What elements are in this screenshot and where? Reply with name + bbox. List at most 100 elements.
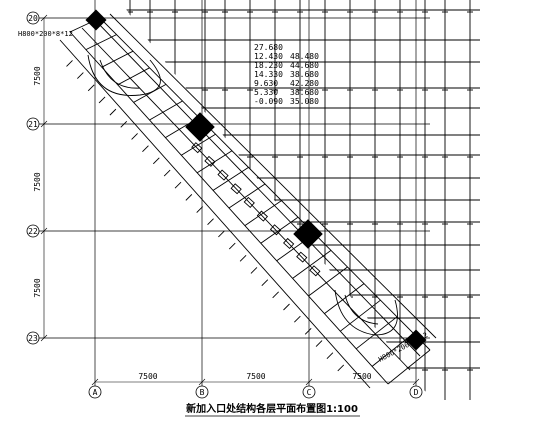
vertical-dimension-1: 7500: [33, 66, 42, 85]
elevation-left-2: 12.430: [254, 52, 283, 61]
cross-beam: [292, 250, 332, 279]
dimension-tick: [87, 84, 95, 92]
upper-ramp-arc: [87, 54, 161, 96]
dimension-tick: [261, 279, 269, 286]
column-section-note-lower: H800*200*8*12: [377, 331, 429, 364]
cross-beam: [85, 34, 117, 51]
band-box: [256, 210, 269, 222]
elevation-right-3: 38.680: [290, 70, 319, 79]
dimension-tick: [66, 60, 73, 67]
row-axis-23: 23: [26, 331, 40, 345]
dimension-tick: [250, 267, 258, 274]
col-axis-c: C: [302, 385, 316, 399]
col-axis-a: A: [88, 385, 102, 399]
dimension-tick: [98, 96, 106, 104]
row-axis-label: 22: [28, 227, 38, 236]
steel-column-marker: [293, 219, 323, 249]
cross-beam: [117, 67, 150, 86]
elevation-left-6: 5.330: [254, 88, 278, 97]
elevation-left-5: 9.630: [254, 79, 278, 88]
band-box: [243, 196, 255, 208]
band-box: [296, 251, 308, 263]
dimension-tick: [109, 108, 117, 116]
diagonal-beam-line: [94, 19, 421, 357]
band-box: [204, 155, 216, 167]
steel-column-marker: [85, 9, 107, 31]
dimension-tick: [228, 242, 236, 250]
dimension-tick: [218, 230, 225, 238]
vertical-dimension-3: 7500: [33, 278, 42, 297]
dimension-tick: [77, 72, 84, 79]
row-axis-20: 20: [26, 11, 40, 25]
upper-ramp-arc-inner: [99, 59, 141, 89]
cross-beam: [355, 316, 398, 350]
cross-beam: [149, 100, 183, 121]
horizontal-dimension-chain: [91, 378, 420, 386]
dimension-tick: [185, 194, 193, 201]
horizontal-dimension-3: 7500: [352, 372, 371, 381]
steel-column-marker: [405, 329, 427, 351]
dimension-tick: [131, 133, 138, 140]
horizontal-dimension-1: 7500: [138, 372, 157, 381]
elevation-right-1: 48.480: [290, 52, 319, 61]
col-axis-label: B: [200, 388, 205, 397]
cross-beam: [101, 50, 134, 68]
lower-ramp-arc-inner: [344, 294, 379, 325]
row-axis-label: 23: [28, 334, 38, 343]
elevation-left-7: -0.090: [254, 97, 283, 106]
vertical-dimension-chain: [40, 14, 48, 342]
diagonal-entrance-structure: [59, 9, 437, 389]
dimension-tick: [142, 145, 149, 152]
row-axis-label: 21: [28, 120, 38, 129]
elevation-right-6: 35.080: [290, 97, 319, 106]
column-section-note: H800*200*8*12: [18, 30, 73, 38]
elevation-left-1: 27.680: [254, 43, 283, 52]
dimension-tick: [163, 169, 171, 177]
row-axis-21: 21: [26, 117, 40, 131]
vertical-dimension-2: 7500: [33, 172, 42, 191]
elevation-left-3: 18.230: [254, 61, 283, 70]
dimension-tick: [326, 352, 334, 360]
col-axis-label: D: [414, 388, 419, 397]
cross-beam: [324, 283, 365, 314]
dimension-tick: [239, 254, 247, 262]
diagonal-beam-line: [81, 27, 411, 371]
cross-beam: [228, 183, 266, 209]
elevation-table: 27.680 12.430 18.230 14.330 9.630 5.330 …: [250, 39, 330, 106]
dimension-tick: [196, 206, 204, 213]
cross-beam: [308, 266, 348, 297]
horizontal-dimension-2: 7500: [246, 372, 265, 381]
col-axis-label: C: [307, 388, 312, 397]
dimension-tick: [174, 181, 182, 189]
steel-column-marker: [185, 112, 215, 142]
elevation-right-4: 42.280: [290, 79, 319, 88]
band-box: [309, 265, 321, 277]
dimension-tick: [294, 315, 301, 323]
band-box: [191, 142, 203, 154]
row-axis-label: 20: [28, 14, 38, 23]
band-box: [217, 169, 229, 181]
diagonal-beam-line: [59, 39, 371, 389]
col-axis-d: D: [409, 385, 423, 399]
dimension-tick: [283, 303, 290, 311]
dimension-tick: [272, 291, 279, 299]
dimension-tick: [120, 120, 128, 128]
drawing-title: 新加入口处结构各层平面布置图1:100: [186, 402, 358, 415]
band-box: [269, 224, 282, 236]
cross-beam: [212, 167, 249, 191]
dimension-tick: [304, 328, 312, 335]
cross-beam: [340, 299, 381, 332]
cross-beam: [387, 349, 431, 385]
lower-ramp-arc: [334, 289, 398, 336]
row-axis-22: 22: [26, 224, 40, 238]
dimension-tick: [207, 218, 214, 226]
elevation-right-5: 38.680: [290, 88, 319, 97]
band-box: [283, 237, 295, 250]
band-box: [230, 183, 242, 195]
elevation-left-4: 14.330: [254, 70, 283, 79]
axis-lines: [39, 0, 430, 386]
cross-beam: [133, 84, 167, 103]
cross-beam: [260, 216, 299, 244]
col-axis-b: B: [195, 385, 209, 399]
